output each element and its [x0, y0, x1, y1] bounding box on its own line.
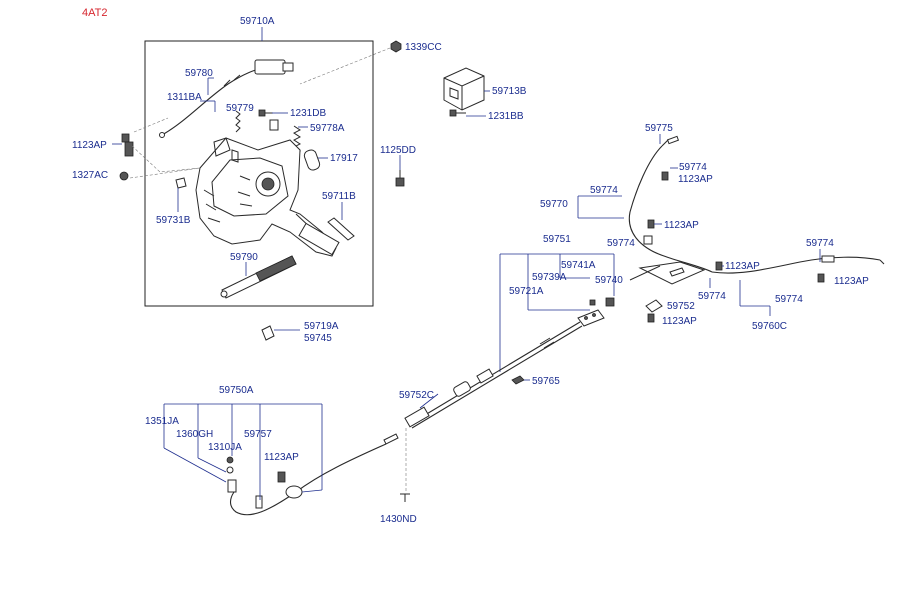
label-1123AP: 1123AP — [834, 276, 869, 287]
bolt-1123AP — [661, 171, 669, 181]
bushing-17917 — [303, 149, 321, 171]
leader-line — [197, 457, 227, 473]
label-1339CC: 1339CC — [405, 42, 442, 53]
label-59780: 59780 — [185, 68, 213, 79]
label-59779: 59779 — [226, 103, 254, 114]
label-59757: 59757 — [244, 429, 272, 440]
label-1310JA: 1310JA — [208, 442, 242, 453]
bolt-1231DB — [258, 109, 279, 131]
label-59775: 59775 — [645, 123, 673, 134]
rod-59711B — [327, 217, 355, 241]
bolt-1125DD — [395, 170, 405, 187]
pedal-assembly-frame — [144, 40, 374, 307]
cover-59713B — [443, 67, 485, 111]
label-59711B: 59711B — [322, 191, 356, 202]
label-59740: 59740 — [595, 275, 623, 286]
dashed-guide — [131, 145, 201, 173]
label-1231DB: 1231DB — [290, 108, 326, 119]
bolt-1123AP — [817, 273, 825, 283]
label-59774: 59774 — [775, 294, 803, 305]
pin-59741A — [589, 299, 596, 306]
label-59774: 59774 — [607, 238, 635, 249]
label-1123AP: 1123AP — [72, 140, 107, 151]
label-1123AP: 1123AP — [662, 316, 697, 327]
label-59721A: 59721A — [509, 286, 544, 297]
label-59790: 59790 — [230, 252, 258, 263]
bracket-59752 — [645, 299, 663, 313]
label-1327AC: 1327AC — [72, 170, 108, 181]
screw-1231BB — [449, 109, 466, 117]
label-59719A: 59719A — [304, 321, 339, 332]
clip-59765 — [511, 375, 525, 385]
label-1123AP: 1123AP — [264, 452, 299, 463]
rear-cable-59760C — [711, 255, 885, 274]
label-1125DD: 1125DD — [380, 145, 416, 156]
label-59741A: 59741A — [561, 260, 596, 271]
label-59774: 59774 — [679, 162, 707, 173]
label-59774: 59774 — [698, 291, 726, 302]
label-59751: 59751 — [543, 234, 571, 245]
label-59731B: 59731B — [156, 215, 191, 226]
label-59765: 59765 — [532, 376, 560, 387]
pad-59731B — [175, 177, 187, 189]
nut-59740 — [605, 297, 615, 307]
label-59774: 59774 — [806, 238, 834, 249]
label-1351JA: 1351JA — [145, 416, 179, 427]
label-59750A: 59750A — [219, 385, 254, 396]
dashed-guide — [129, 167, 201, 179]
label-59739A: 59739A — [532, 272, 567, 283]
bolt-1123AP — [647, 219, 655, 229]
leader-line — [163, 447, 227, 483]
spring-59779 — [235, 110, 241, 133]
label-59774: 59774 — [590, 185, 618, 196]
nut-1339CC — [390, 40, 402, 53]
dashed-guide — [133, 117, 169, 133]
front-cable-59752C — [404, 321, 583, 429]
washer-1360GH — [226, 466, 234, 474]
label-1123AP: 1123AP — [725, 261, 760, 272]
rear-cable-59770 — [628, 135, 713, 273]
pin-1430ND — [400, 493, 410, 502]
dashed-guide — [299, 47, 391, 85]
label-1231BB: 1231BB — [488, 111, 524, 122]
switch-cable-59780 — [159, 59, 294, 138]
label-1311BA: 1311BA — [167, 92, 202, 103]
bolt-1123AP — [715, 261, 723, 271]
corner-tag: 4AT2 — [82, 7, 107, 19]
label-59760C: 59760C — [752, 321, 787, 332]
label-59713B: 59713B — [492, 86, 527, 97]
label-59752: 59752 — [667, 301, 695, 312]
cable-bracket-center — [629, 261, 706, 285]
equalizer-59721A — [577, 309, 605, 327]
label-1360GH: 1360GH — [176, 429, 213, 440]
leader-line — [419, 393, 439, 409]
label-1430ND: 1430ND — [380, 514, 417, 525]
label-1123AP: 1123AP — [664, 220, 699, 231]
clip-59719A — [261, 325, 275, 341]
label-17917: 17917 — [330, 153, 358, 164]
pedal-bracket — [195, 137, 340, 257]
label-59710A: 59710A — [240, 16, 275, 27]
bolt-1123AP — [647, 313, 655, 323]
bolt-1123AP-lower — [277, 471, 286, 483]
bolt-1123AP-upper-left — [121, 133, 134, 157]
damper-59790 — [220, 255, 297, 299]
label-59752C: 59752C — [399, 390, 434, 401]
pedal-cable-59750A — [227, 433, 399, 516]
nut-1327AC — [119, 171, 129, 181]
label-59778A: 59778A — [310, 123, 345, 134]
label-1123AP: 1123AP — [678, 174, 713, 185]
nut-1310JA — [226, 456, 234, 464]
label-59770: 59770 — [540, 199, 568, 210]
label-59745: 59745 — [304, 333, 332, 344]
leader-line — [301, 489, 323, 493]
clip-59774 — [643, 235, 653, 245]
